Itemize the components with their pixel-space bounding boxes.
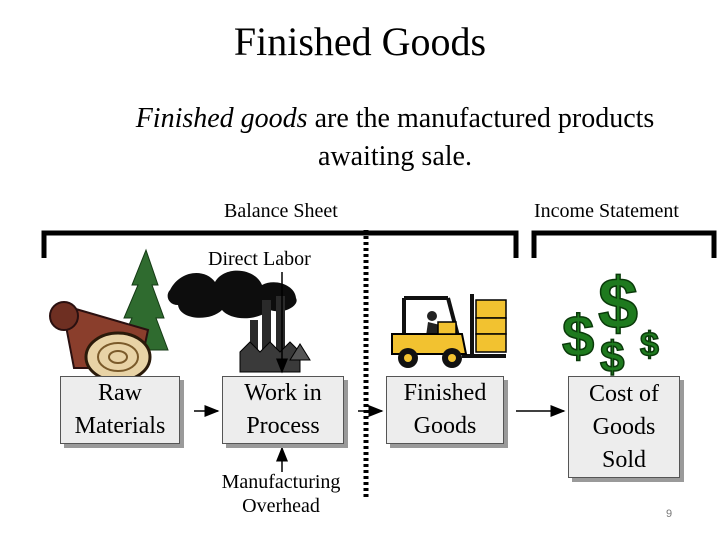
raw-materials-label: Raw Materials — [74, 380, 166, 439]
svg-text:$: $ — [640, 326, 659, 364]
svg-text:$: $ — [562, 304, 594, 369]
definition-term: Finished goods — [135, 103, 308, 134]
cost-of-goods-sold-box: Cost of Goods Sold — [568, 376, 680, 478]
svg-text:$: $ — [600, 333, 624, 382]
slide-title: Finished Goods — [233, 19, 487, 64]
finished-goods-box: Finished Goods — [386, 376, 504, 444]
definition-text: Finished goods are the manufactured prod… — [100, 100, 690, 176]
log-icon — [49, 301, 152, 383]
work-in-process-label: Work in Process — [244, 380, 322, 439]
cost-of-goods-sold-label: Cost of Goods Sold — [588, 380, 659, 473]
income-statement-bracket — [531, 230, 717, 258]
finished-goods-label: Finished Goods — [403, 380, 487, 439]
balance-sheet-bracket — [41, 230, 519, 258]
definition-rest: are the manufactured products awaiting s… — [307, 103, 655, 172]
forklift-icon — [391, 294, 507, 368]
manufacturing-overhead-label: Manufacturing Overhead — [221, 471, 341, 517]
dollar-icon: $ $ $ $ — [561, 263, 660, 383]
balance-sheet-label: Balance Sheet — [224, 200, 338, 222]
direct-labor-label: Direct Labor — [208, 248, 311, 270]
income-statement-label: Income Statement — [534, 200, 679, 222]
work-in-process-box: Work in Process — [222, 376, 344, 444]
factory-icon — [167, 270, 311, 373]
page-number: 9 — [666, 508, 673, 520]
svg-text:$: $ — [598, 264, 638, 344]
raw-materials-box: Raw Materials — [60, 376, 180, 444]
